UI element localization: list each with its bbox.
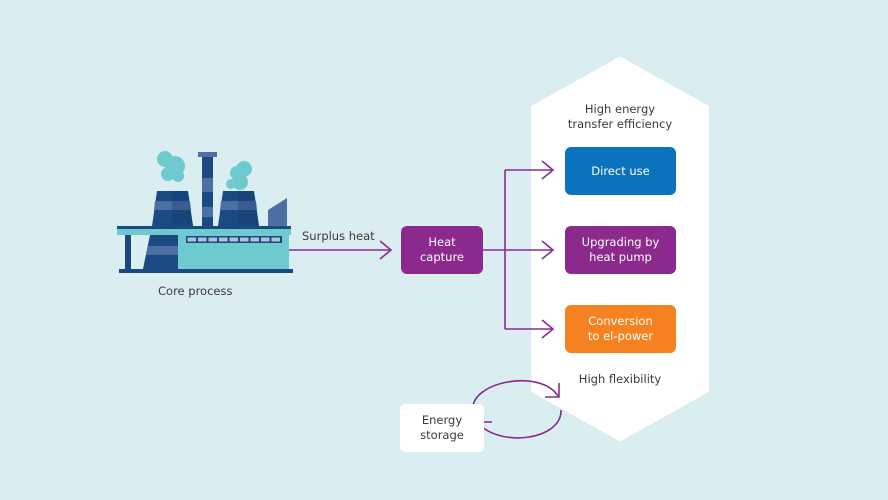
cycle-arrow-bottom-icon xyxy=(477,409,562,439)
cooling-tower-left-icon xyxy=(152,191,193,226)
el-power-line2: to el-power xyxy=(587,329,654,343)
panel-top-label: High energy transfer efficiency xyxy=(560,102,680,132)
cooling-tower-right-icon xyxy=(218,191,259,226)
factory-icon xyxy=(117,151,293,273)
heat-capture-box: Heat capture xyxy=(401,226,483,274)
energy-storage-box-bg xyxy=(400,404,484,452)
arrow-head-icon xyxy=(541,319,555,339)
panel-top-line1: High energy xyxy=(584,102,656,116)
direct-use-box: Direct use xyxy=(565,147,676,195)
flow-arrows xyxy=(289,160,562,439)
direct-use-line1: Direct use xyxy=(591,163,650,178)
heat-pump-line1: Upgrading by xyxy=(581,235,660,249)
core-process-label: Core process xyxy=(158,284,233,298)
energy-storage-label: Energy storage xyxy=(400,413,484,443)
arrow-head-icon xyxy=(541,160,555,180)
panel-top-line2: transfer efficiency xyxy=(567,117,673,131)
cycle-arrow-top-icon xyxy=(472,380,559,411)
factory-windows-icon xyxy=(186,236,282,243)
arrow-head-icon xyxy=(379,240,393,260)
heat-capture-line2: capture xyxy=(419,250,465,264)
heat-pump-box: Upgrading by heat pump xyxy=(565,226,676,274)
factory-roof-icon xyxy=(268,198,287,226)
high-flexibility-label: High flexibility xyxy=(578,372,662,386)
heat-capture-line1: Heat xyxy=(428,235,456,249)
surplus-heat-label: Surplus heat xyxy=(302,229,375,243)
energy-storage-line2: storage xyxy=(420,428,464,442)
arrow-head-icon xyxy=(545,383,560,398)
smoke-cloud-left-icon xyxy=(157,151,185,182)
heat-pump-line2: heat pump xyxy=(589,250,652,264)
energy-storage-line1: Energy xyxy=(421,413,463,427)
el-power-line1: Conversion xyxy=(588,314,653,328)
smoke-cloud-right-icon xyxy=(226,161,252,190)
el-power-box: Conversion to el-power xyxy=(565,305,676,353)
arrow-head-icon xyxy=(541,240,555,260)
chimney-icon xyxy=(198,152,217,229)
